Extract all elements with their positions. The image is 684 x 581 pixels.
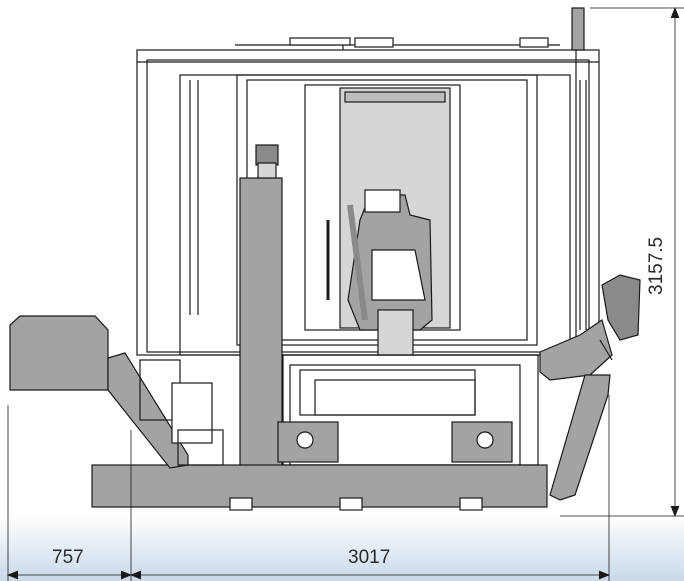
dim-main-width: 3017: [348, 547, 390, 568]
dimension-lines: [6, 6, 684, 581]
dim-left-width: 757: [52, 547, 84, 568]
dim-height: 3157.5: [646, 237, 667, 295]
column: [239, 177, 283, 469]
chip-conveyor-right: [539, 319, 613, 381]
chip-conveyor-left: [9, 315, 109, 391]
floor-band: [0, 515, 684, 581]
machine-outline: [9, 7, 641, 511]
